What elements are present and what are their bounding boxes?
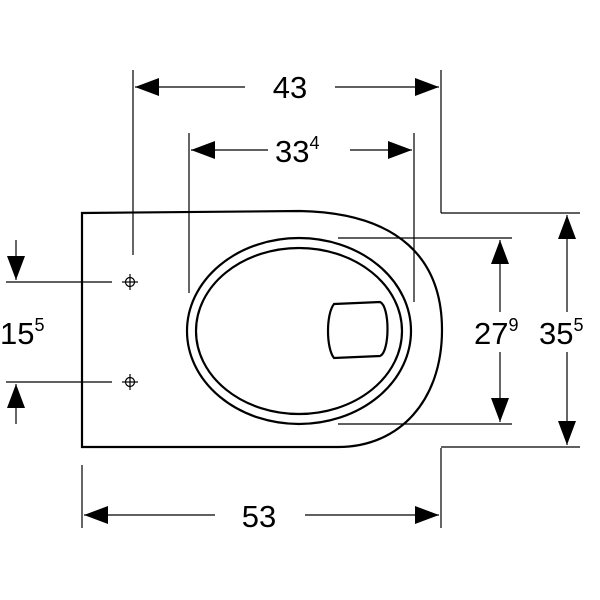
- extension-lines: [6, 70, 580, 528]
- svg-text:155: 155: [0, 315, 45, 351]
- svg-text:53: 53: [242, 499, 276, 534]
- svg-text:334: 334: [275, 133, 320, 169]
- dim-total-height-value: 35: [539, 316, 573, 351]
- dim-inner-width-sup: 4: [309, 133, 319, 153]
- mounting-bolt-bottom: [122, 374, 138, 390]
- dim-total-height: 355: [539, 215, 584, 445]
- dim-bowl-height-sup: 9: [508, 315, 518, 335]
- dim-bolt-spacing-sup: 5: [34, 315, 44, 335]
- svg-text:279: 279: [474, 315, 519, 351]
- dim-bolt-spacing: 155: [0, 240, 45, 424]
- dim-outer-width-value: 43: [273, 70, 307, 105]
- dim-total-length-value: 53: [242, 499, 276, 534]
- dim-inner-width: 334: [191, 133, 412, 169]
- bowl-inner-rim: [194, 246, 404, 416]
- mounting-bolt-top: [122, 274, 138, 290]
- toilet-body-outline: [80, 209, 444, 449]
- dim-bowl-height: 279: [474, 240, 519, 422]
- bowl-outer-rim: [185, 236, 413, 426]
- dim-total-length: 53: [84, 499, 439, 534]
- dim-inner-width-value: 33: [275, 134, 309, 169]
- dim-bolt-spacing-value: 15: [0, 316, 34, 351]
- svg-text:355: 355: [539, 315, 584, 351]
- dim-bowl-height-value: 27: [474, 316, 508, 351]
- drain-outlet: [326, 300, 389, 360]
- dim-total-height-sup: 5: [573, 315, 583, 335]
- svg-text:43: 43: [273, 70, 307, 105]
- dim-outer-width: 43: [135, 70, 439, 105]
